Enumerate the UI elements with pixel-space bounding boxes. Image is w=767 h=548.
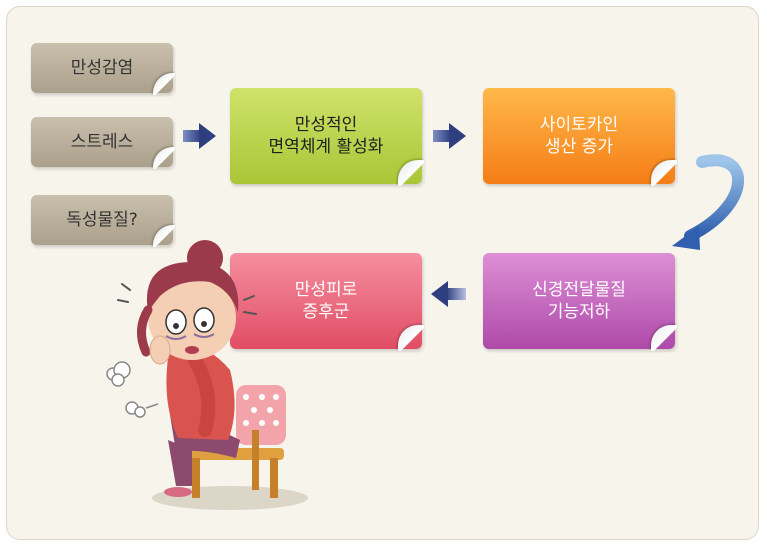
tired-woman-illustration — [106, 240, 308, 510]
step-label: 만성피로 증후군 — [294, 279, 358, 322]
page-curl — [153, 147, 175, 169]
cause-stress: 스트레스 — [31, 117, 175, 169]
step-label: 사이토카인 생산 증가 — [539, 114, 619, 157]
cause-chronic-infection: 만성감염 — [31, 43, 175, 95]
step-label: 만성적인 면역체계 활성화 — [268, 114, 384, 157]
step-immune-activation: 만성적인 면역체계 활성화 — [230, 88, 424, 186]
step-label: 신경전달물질 기능저하 — [532, 279, 626, 322]
cause-label: 스트레스 — [70, 131, 134, 152]
step-neurotransmitter-decline: 신경전달물질 기능저하 — [483, 253, 677, 351]
step-cytokine-increase: 사이토카인 생산 증가 — [483, 88, 677, 186]
curved-arrow-icon — [672, 154, 744, 250]
cause-label: 독성물질? — [66, 209, 138, 230]
cause-label: 만성감염 — [70, 57, 134, 78]
arrow-right-icon — [433, 123, 466, 149]
cause-toxic-substance: 독성물질? — [31, 195, 175, 247]
page-curl — [153, 73, 175, 95]
page-curl — [153, 225, 175, 247]
arrow-left-icon — [431, 281, 466, 307]
step-chronic-fatigue-syndrome: 만성피로 증후군 — [230, 253, 424, 351]
arrow-right-icon — [183, 123, 216, 149]
